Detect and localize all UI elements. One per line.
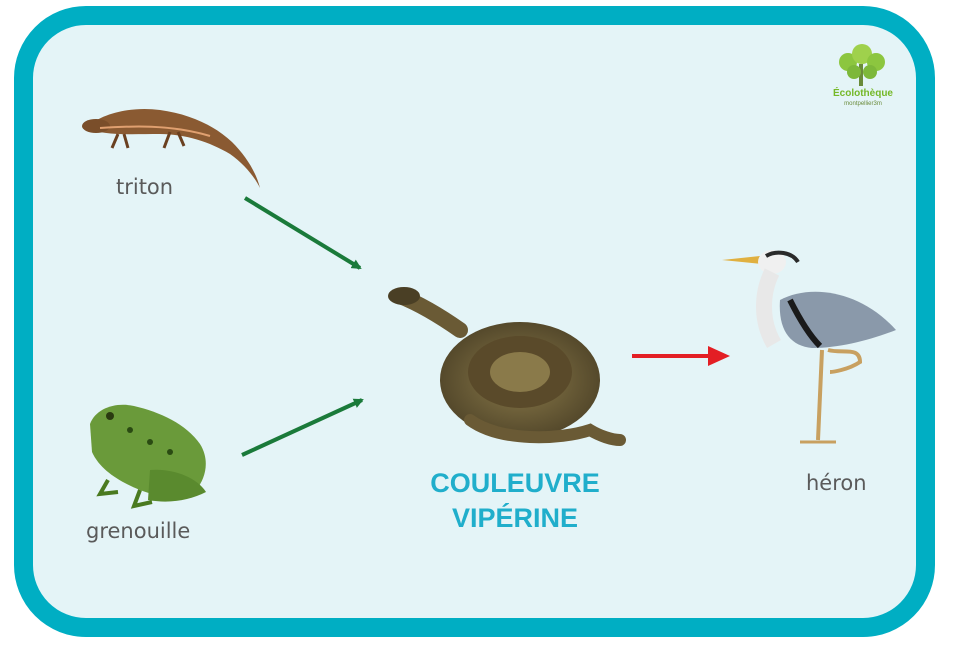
label-grenouille: grenouille (86, 519, 190, 543)
logo-subtitle: montpellier3m (828, 101, 898, 107)
label-heron: héron (806, 471, 867, 495)
arrow-grenouille-couleuvre (242, 400, 362, 455)
couleuvre-title: COULEUVRE VIPÉRINE (400, 466, 630, 536)
couleuvre-title-line2: VIPÉRINE (400, 501, 630, 536)
logo-tree-icon (839, 44, 885, 86)
couleuvre-image (388, 287, 620, 440)
label-triton: triton (116, 175, 173, 199)
logo-name: Écolothèque (828, 88, 898, 99)
arrow-triton-couleuvre (245, 198, 360, 268)
couleuvre-title-line1: COULEUVRE (400, 466, 630, 501)
heron-image (722, 250, 896, 442)
grenouille-image (90, 405, 206, 506)
arrow-couleuvre-heron (632, 346, 730, 366)
